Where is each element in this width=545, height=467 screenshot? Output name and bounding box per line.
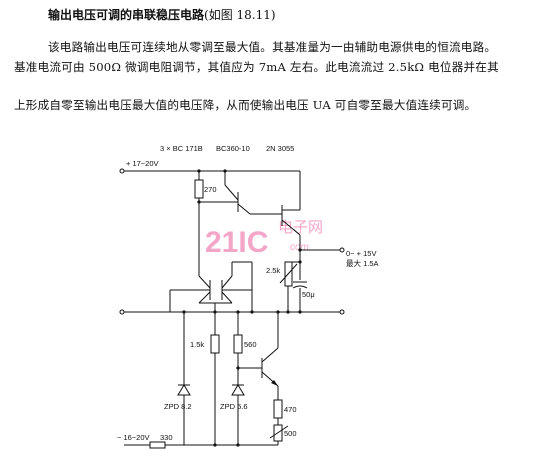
junction-dot [298, 248, 302, 252]
label-r1-5k: 1.5k [190, 340, 204, 349]
paragraph-2: 基准电流可由 500Ω 微调电阻调节，其值应为 7mA 左右。此电流流过 2.5… [14, 60, 499, 74]
driver-emitter-lead [237, 203, 251, 215]
label-zener2: ZPD 5.6 [220, 402, 248, 411]
label-r500: 500 [284, 429, 297, 438]
potentiometer-arrow [279, 263, 298, 284]
q3-collector-lead [261, 347, 279, 363]
title-text: 输出电压可调的串联稳压电路 [48, 8, 205, 22]
junction-dot [276, 310, 280, 314]
zener1-symbol [177, 384, 191, 396]
resistor-270 [194, 179, 204, 199]
junction-dot [286, 310, 290, 314]
common-right-terminal [339, 309, 345, 315]
watermark: 21IC 电子网 com [205, 219, 323, 259]
figure-reference: (如图 18.11) [204, 8, 276, 22]
q1-emitter-lead [198, 291, 211, 304]
label-supply-positive: + 17~20V [126, 159, 159, 168]
q2-collector-lead [221, 275, 233, 289]
junction-dot [298, 310, 302, 314]
junction-dot [213, 310, 217, 314]
label-2n3055: 2N 3055 [266, 144, 294, 153]
paragraph-1: 该电路输出电压可连续地从零调至最大值。其基准量为一由辅助电源供电的恒流电路。 [48, 40, 497, 54]
label-zener1: ZPD 8.2 [164, 402, 192, 411]
label-bc171b: 3 × BC 171B [160, 144, 203, 153]
label-r470: 470 [284, 405, 297, 414]
junction-dot [213, 443, 217, 447]
junction-dot [236, 443, 240, 447]
label-supply-negative: − 16~20V [117, 433, 150, 442]
junction-dot [298, 260, 302, 264]
resistor-1-5k [210, 334, 220, 354]
output-terminal [339, 247, 345, 253]
label-output-range: 0~ + 15V [346, 249, 376, 258]
cap-plate-bottom [292, 285, 308, 289]
junction-dot [250, 310, 254, 314]
trim-arrow [269, 425, 289, 439]
label-r330: 330 [160, 433, 173, 442]
common-left-terminal [119, 309, 125, 315]
resistor-470 [273, 399, 283, 419]
page-title: 输出电压可调的串联稳压电路(如图 18.11) [48, 6, 276, 23]
label-cap: 50μ [302, 290, 315, 299]
junction-dot [223, 169, 227, 173]
q3-emitter-arrow [271, 380, 278, 386]
label-r270: 270 [204, 185, 217, 194]
positive-terminal [119, 168, 125, 174]
junction-dot [197, 200, 201, 204]
paragraph-3: 上形成自零至输出电压最大值的电压降，从而使输出电压 UA 可自零至最大值连续可调… [14, 98, 477, 112]
junction-dot [182, 310, 186, 314]
driver-collector-lead [224, 184, 239, 201]
zener2-symbol [231, 384, 245, 396]
junction-dot [236, 366, 240, 370]
junction-dot [236, 310, 240, 314]
watermark-chinese: 电子网 [278, 219, 323, 236]
label-r560: 560 [244, 340, 257, 349]
label-output-current: 最大 1.5A [346, 258, 379, 268]
label-bc360: BC360-10 [216, 144, 250, 153]
q1-collector-lead [198, 275, 211, 289]
pass-emitter-arrow [294, 229, 300, 235]
q2-emitter-lead [221, 291, 233, 304]
label-pot: 2.5k [266, 266, 280, 275]
resistor-330 [149, 441, 166, 449]
watermark-url: com [290, 242, 309, 253]
watermark-logo: 21IC [205, 226, 268, 259]
junction-dot [197, 169, 201, 173]
resistor-560 [233, 334, 243, 354]
